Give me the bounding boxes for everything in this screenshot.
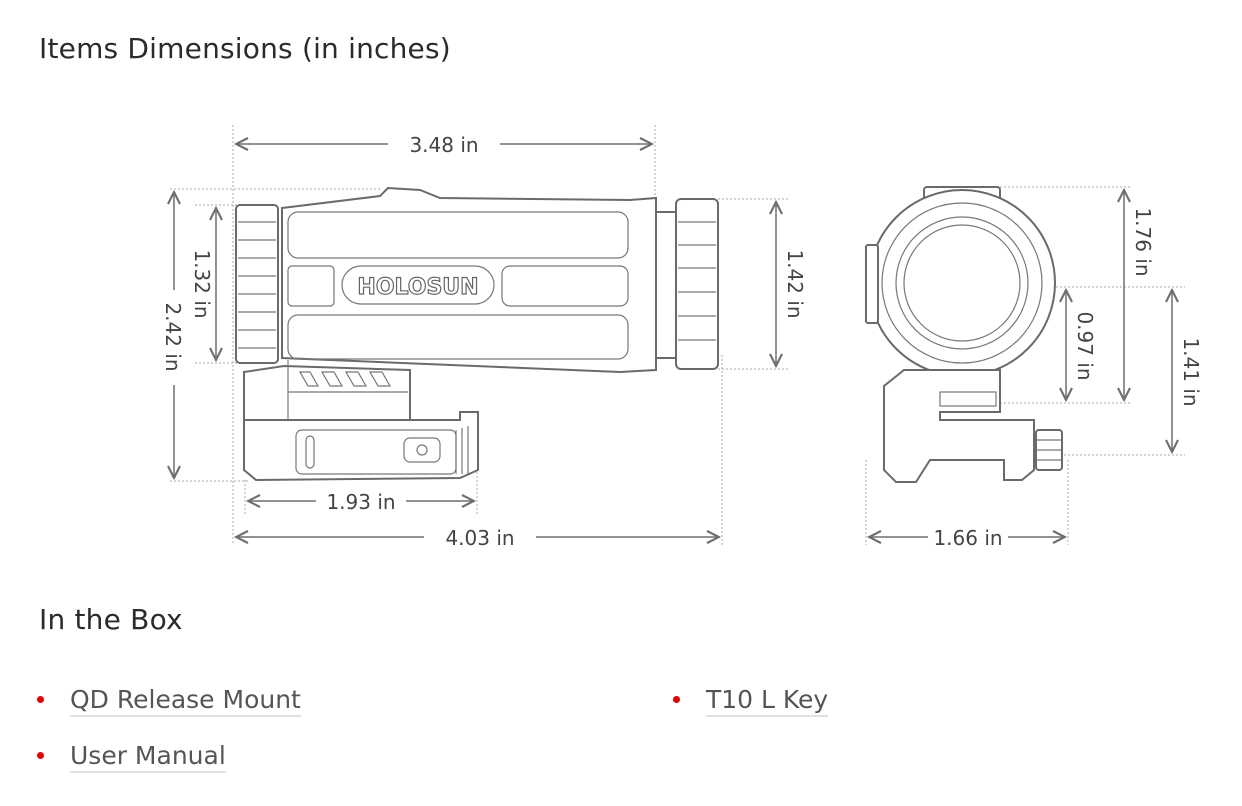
dim-front-height: 1.76 in [1131, 207, 1155, 276]
dim-length: 3.48 in [409, 133, 478, 157]
dim-front-width: 1.66 in [933, 526, 1002, 550]
dimensions-diagram: HOLOSUN 3.48 in 4.03 in 1.93 in [161, 125, 1203, 550]
in-the-box-heading: In the Box [39, 603, 183, 636]
dim-mount-length: 1.93 in [326, 490, 395, 514]
list-item: User Manual [37, 741, 226, 773]
bullet-icon [37, 752, 44, 759]
list-item: T10 L Key [673, 685, 829, 717]
dimensions-heading: Items Dimensions (in inches) [39, 32, 451, 65]
list-item: QD Release Mount [37, 685, 301, 717]
front-view-drawing [865, 186, 1185, 545]
dim-total-length: 4.03 in [445, 526, 514, 550]
user-manual-link[interactable]: User Manual [70, 741, 226, 773]
bullet-icon [37, 696, 44, 703]
dim-mount-height: 1.41 in [1179, 337, 1203, 406]
side-view-drawing: HOLOSUN [170, 125, 790, 545]
t10-l-key-link[interactable]: T10 L Key [706, 685, 829, 717]
holosun-logo: HOLOSUN [357, 275, 478, 300]
qd-release-mount-link[interactable]: QD Release Mount [70, 685, 301, 717]
dim-center-height: 0.97 in [1073, 311, 1097, 380]
dim-eyepiece-height: 1.42 in [783, 249, 807, 318]
dim-total-height: 2.42 in [161, 302, 185, 371]
dim-objective-height: 1.32 in [190, 249, 214, 318]
bullet-icon [673, 696, 680, 703]
